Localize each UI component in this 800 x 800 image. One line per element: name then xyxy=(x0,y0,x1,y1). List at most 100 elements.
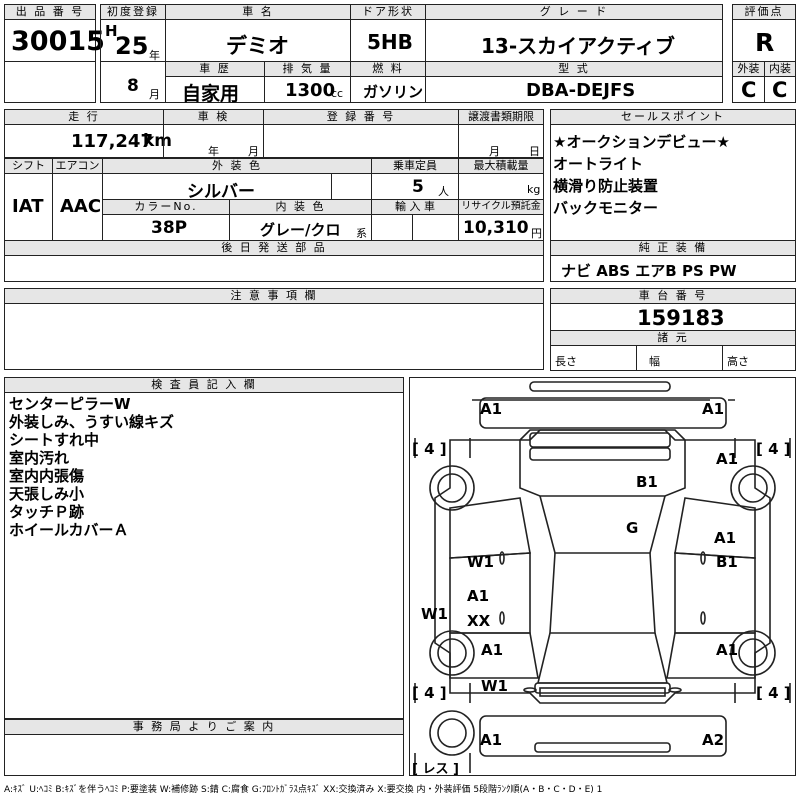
damage-mark: [ 4 ] xyxy=(756,684,791,702)
notes-box xyxy=(4,303,544,370)
inspection-year-unit: 年 xyxy=(208,145,219,158)
reg-no-label: 登 録 番 号 xyxy=(263,109,459,125)
first-reg-cell: H 25 年 xyxy=(100,19,166,62)
fuel: ガソリン xyxy=(363,83,424,101)
displacement-label: 排 気 量 xyxy=(264,61,351,77)
inspector-notes-list: センターピラーW 外装しみ、うすい線キズ シートすれ中 室内汚れ 室内内張傷 天… xyxy=(9,395,174,539)
damage-mark: B1 xyxy=(716,553,738,571)
height-cell: 高さ xyxy=(722,345,796,371)
import-cell xyxy=(371,214,459,241)
recycle-unit: 円 xyxy=(531,227,542,240)
reg-month-unit: 月 xyxy=(149,88,160,101)
damage-mark: G xyxy=(626,519,639,537)
score: R xyxy=(755,28,775,57)
specs-label: 諸 元 xyxy=(550,330,796,346)
sales-point: オートライト xyxy=(553,155,644,173)
damage-mark: [ 4 ] xyxy=(412,440,447,458)
damage-mark: A1 xyxy=(480,400,503,418)
mileage-cell: 117,247 km xyxy=(4,124,172,158)
damage-mark: A1 xyxy=(716,641,739,659)
inspector-note: ホイールカバーＡ xyxy=(9,521,129,539)
car-diagram xyxy=(414,381,791,773)
length-label: 長さ xyxy=(555,355,577,368)
notes-label: 注 意 事 項 欄 xyxy=(4,288,544,304)
damage-mark: [ 4 ] xyxy=(412,684,447,702)
inspector-label: 検 査 員 記 入 欄 xyxy=(4,377,404,393)
door-label: ドア形状 xyxy=(350,4,426,20)
door-type: 5HB xyxy=(367,30,413,54)
reg-year: 25 xyxy=(115,32,149,60)
ext-color-label: 外 装 色 xyxy=(102,158,372,174)
transfer-cell: 月 日 xyxy=(458,124,544,158)
damage-mark: A1 xyxy=(467,587,490,605)
recycle-cell: 10,310 円 xyxy=(458,214,544,241)
displacement-unit: cc xyxy=(331,87,344,100)
damage-mark: A1 xyxy=(716,450,739,468)
inspection-month-unit: 月 xyxy=(248,145,259,158)
chassis-label: 車 台 番 号 xyxy=(550,288,796,304)
car-name-label: 車 名 xyxy=(165,4,351,20)
ac: AAC xyxy=(60,196,102,217)
grade-cell: 13-スカイアクティブ xyxy=(425,19,723,62)
exterior-score-cell: C xyxy=(732,76,765,103)
max-load-unit: kg xyxy=(527,183,541,196)
interior-score: C xyxy=(772,78,788,102)
damage-mark: B1 xyxy=(636,473,658,491)
equipment-label: 純 正 装 備 xyxy=(550,240,796,256)
score-cell: R xyxy=(732,19,796,62)
displacement-cell: 1300 cc xyxy=(264,76,351,103)
sales-point: 横滑り防止装置 xyxy=(553,177,659,195)
later-parts-label: 後 日 発 送 部 品 xyxy=(4,240,544,256)
later-parts-cell xyxy=(4,255,544,282)
door-cell: 5HB xyxy=(350,19,426,62)
transfer-month-unit: 月 xyxy=(489,145,500,158)
inspector-note: 外装しみ、うすい線キズ xyxy=(9,413,175,431)
fuel-cell: ガソリン xyxy=(350,76,426,103)
reg-no-cell xyxy=(263,124,459,158)
model-label: 型 式 xyxy=(425,61,723,77)
color-no-label: カラーNo. xyxy=(102,199,230,215)
damage-mark: A1 xyxy=(480,731,503,749)
model-code: DBA-DEJFS xyxy=(526,80,636,101)
inspection-cell: 年 月 xyxy=(163,124,264,158)
car-diagram-box: A1 A1 [ 4 ] [ 4 ] A1 B1 G A1 B1 W1 A1 XX… xyxy=(409,377,796,777)
damage-mark: [ レス ] xyxy=(412,762,459,777)
exterior-label: 外装 xyxy=(732,61,765,77)
reg-year-unit: 年 xyxy=(149,49,160,62)
damage-mark: XX xyxy=(467,612,491,630)
grade-label: グ レ ー ド xyxy=(425,4,723,20)
mileage: 117,247 xyxy=(71,131,153,152)
capacity-cell: 5 人 xyxy=(371,173,459,200)
damage-mark: A2 xyxy=(702,731,725,749)
inspector-note: センターピラーW xyxy=(9,395,131,413)
car-name-cell: デミオ xyxy=(165,19,351,62)
max-load-cell: kg xyxy=(458,173,544,200)
inspector-note: 室内内張傷 xyxy=(9,467,85,485)
lot-blank-cell xyxy=(4,61,96,103)
first-reg-label: 初度登録 xyxy=(100,4,166,20)
chassis-cell: 159183 xyxy=(550,303,796,331)
damage-mark: [ 4 ] xyxy=(756,440,791,458)
ac-label: エアコン xyxy=(52,158,103,174)
ext-color: シルバー xyxy=(187,182,255,202)
inspector-notes-box: センターピラーW 外装しみ、うすい線キズ シートすれ中 室内汚れ 室内内張傷 天… xyxy=(4,392,404,719)
transfer-day-unit: 日 xyxy=(529,145,540,158)
score-label: 評価点 xyxy=(732,4,796,20)
inspector-note: 室内汚れ xyxy=(9,449,70,467)
damage-mark: A1 xyxy=(714,529,737,547)
fuel-label: 燃 料 xyxy=(350,61,426,77)
int-color-unit: 系 xyxy=(356,227,367,240)
sales-points-box: ★オークションデビュー★ オートライト 横滑り防止装置 バックモニター xyxy=(550,124,796,241)
capacity: 5 xyxy=(412,177,424,197)
inspector-note: 天張しみ小 xyxy=(9,485,85,503)
recycle-label: リサイクル預託金 xyxy=(458,199,544,215)
ac-cell: AAC xyxy=(52,173,103,241)
recycle-fee: 10,310 xyxy=(463,218,529,238)
displacement: 1300 xyxy=(285,80,336,101)
capacity-unit: 人 xyxy=(438,185,449,198)
damage-mark: A1 xyxy=(481,641,504,659)
first-reg-month-cell: 8 月 xyxy=(100,61,166,103)
sales-points-list: ★オークションデビュー★ オートライト 横滑り防止装置 バックモニター xyxy=(553,131,730,219)
color-no: 38P xyxy=(151,218,188,238)
shift-cell: IAT xyxy=(4,173,53,241)
